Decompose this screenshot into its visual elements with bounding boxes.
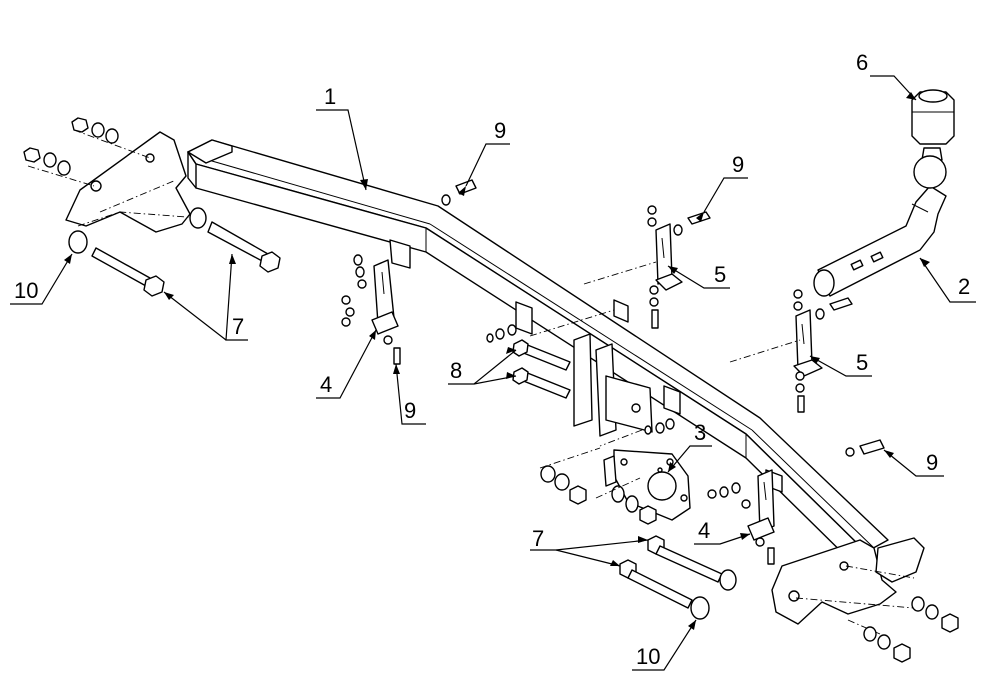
callout-6: 6 [856, 50, 917, 101]
callout-7-right: 7 [530, 526, 649, 567]
callout-4-left: 4 [316, 329, 377, 399]
callout-1: 1 [316, 84, 367, 191]
callout-9-top-right: 9 [703, 152, 748, 213]
socket-fasteners [539, 418, 675, 525]
callout-label-5-upper: 5 [714, 262, 726, 287]
left-bolt-lower [68, 230, 165, 297]
callout-5-lower: 5 [809, 350, 872, 377]
callout-10-left: 10 [10, 253, 73, 305]
callout-label-10-right: 10 [636, 644, 660, 669]
callout-label-5-lower: 5 [856, 350, 868, 375]
callout-9-top-left: 9 [465, 118, 510, 187]
callout-label-3: 3 [694, 420, 706, 445]
callout-label-9-top-right: 9 [732, 152, 744, 177]
left-side-plate [27, 129, 201, 233]
bolt-9-right [845, 439, 885, 457]
left-fastener-stack-lower [23, 147, 71, 176]
leader-arrowheads [64, 92, 930, 630]
callout-label-10-left: 10 [14, 278, 38, 303]
alignment-lines [529, 261, 801, 363]
callout-5-upper: 5 [667, 262, 730, 289]
lower-bracket-5 [793, 289, 853, 413]
callout-2: 2 [919, 257, 976, 303]
callout-label-6: 6 [856, 50, 868, 75]
callout-10-right: 10 [632, 619, 697, 671]
callout-label-9-left: 9 [404, 398, 416, 423]
left-bolt-upper [189, 207, 281, 273]
tow-ball-arm [813, 147, 947, 297]
callout-label-7-right: 7 [532, 526, 544, 551]
left-l-bracket [341, 254, 401, 365]
center-plates [573, 333, 653, 437]
callout-9-left: 9 [395, 363, 426, 425]
callout-label-7-left: 7 [232, 314, 244, 339]
callout-label-2: 2 [958, 274, 970, 299]
right-side-plate [771, 537, 925, 635]
ball-cover [911, 89, 955, 145]
callout-label-9-right: 9 [926, 450, 938, 475]
right-fastener-stack-upper [911, 596, 959, 633]
callout-label-1: 1 [324, 84, 336, 109]
callout-7-left: 7 [163, 253, 248, 341]
right-bolt-upper [647, 535, 737, 591]
right-bolt-lower [619, 559, 710, 620]
callout-label-4-left: 4 [320, 372, 332, 397]
bolts-8 [486, 324, 571, 399]
right-fastener-stack-lower [863, 626, 911, 663]
callout-label-9-top-left: 9 [494, 118, 506, 143]
callout-label-8: 8 [450, 358, 462, 383]
callout-9-right: 9 [883, 449, 944, 477]
callout-8: 8 [448, 349, 517, 385]
callout-3: 3 [667, 420, 712, 473]
right-l-bracket [707, 469, 775, 565]
upper-bracket-5 [647, 205, 711, 329]
left-fastener-stack-upper [71, 117, 119, 144]
callout-4-right: 4 [694, 518, 751, 545]
callout-label-4-right: 4 [698, 518, 710, 543]
